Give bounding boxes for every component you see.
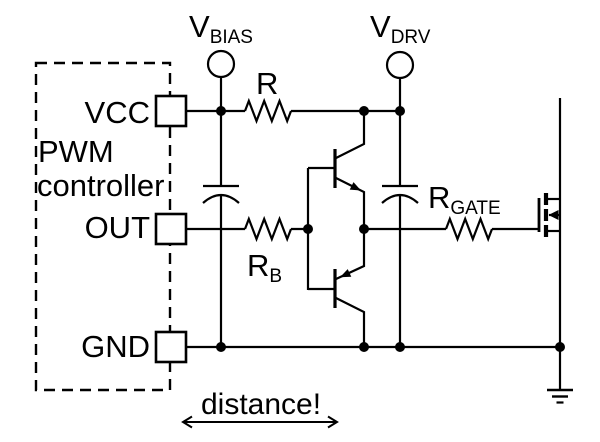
junction-dots bbox=[216, 106, 565, 352]
distance-double-arrow bbox=[181, 415, 339, 429]
resistor-r-zigzag bbox=[243, 97, 293, 125]
resistor-rb-label: RB bbox=[247, 248, 283, 287]
earth-ground bbox=[547, 347, 573, 404]
resistor-r-label: R bbox=[256, 66, 279, 101]
vdrv-label: VDRV bbox=[370, 9, 431, 48]
drv-bypass-capacitor bbox=[381, 111, 419, 347]
resistor-rb-zigzag bbox=[243, 215, 293, 243]
vbias-label: VBIAS bbox=[189, 9, 253, 48]
vcc-pin-label: VCC bbox=[84, 95, 150, 130]
vcc-pin-square bbox=[154, 94, 188, 128]
vcc-rail-and-resistor-r bbox=[186, 97, 400, 125]
mosfet-body-arrow bbox=[548, 210, 559, 220]
vdrv-supply-circle bbox=[385, 50, 415, 111]
pwm-controller-dashed-box bbox=[34, 61, 172, 392]
pwm-label-line1: PWM bbox=[38, 134, 114, 169]
distance-annotation: distance! bbox=[201, 388, 322, 421]
vbias-supply-circle bbox=[206, 49, 236, 111]
resistor-rgate-zigzag bbox=[444, 215, 494, 243]
gnd-pin-label: GND bbox=[81, 329, 150, 364]
out-pin-square bbox=[154, 212, 188, 246]
emitter-wire-and-resistor-rgate bbox=[364, 215, 539, 243]
pnp-transistor-totem-bottom bbox=[308, 229, 366, 347]
npn-transistor-totem-top bbox=[308, 111, 366, 229]
bias-bypass-capacitor bbox=[202, 111, 240, 347]
pnp-emitter-arrow bbox=[340, 269, 352, 278]
nmos-power-mosfet bbox=[537, 98, 562, 347]
resistor-rgate-label: RGATE bbox=[428, 180, 501, 219]
pwm-label-line2: controller bbox=[37, 168, 165, 203]
gnd-pin-square bbox=[154, 330, 188, 364]
out-pin-label: OUT bbox=[84, 210, 150, 245]
npn-emitter-arrow bbox=[349, 182, 361, 191]
pin-squares bbox=[154, 94, 188, 364]
